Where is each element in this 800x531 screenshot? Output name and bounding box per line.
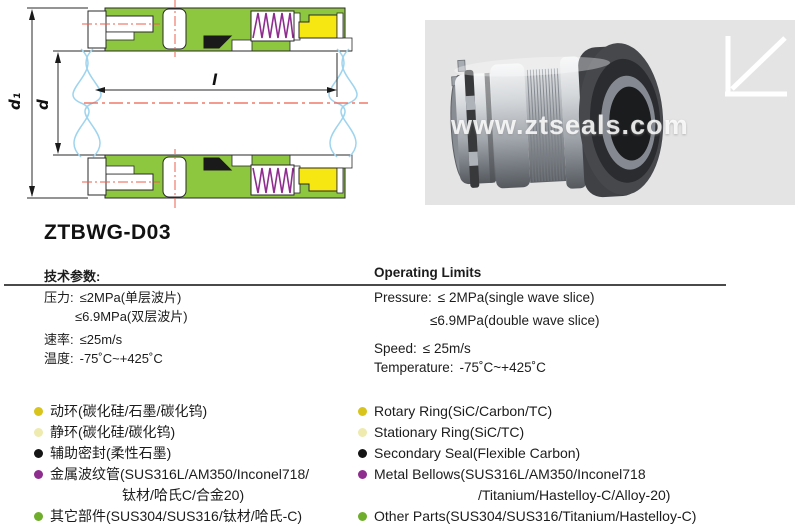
pressure-row-en: Pressure: ≤ 2MPa(single wave slice)	[374, 288, 600, 307]
lower-seal-assembly	[82, 149, 353, 208]
dim-label-d: d	[34, 99, 52, 110]
part-text-line2: 钛材/哈氏C/合金20)	[122, 487, 245, 503]
pressure-value2-en: ≤6.9MPa(double wave slice)	[430, 313, 600, 328]
part-text: 其它部件(SUS304/SUS316/钛材/哈氏-C)	[50, 508, 303, 524]
pressure-label-cn: 压力:	[44, 290, 74, 305]
pressure-value-cn: ≤2MPa(单层波片)	[79, 290, 182, 305]
part-text: 静环(碳化硅/碳化钨)	[50, 424, 176, 440]
spec-header-cn: 技术参数:	[44, 269, 101, 284]
seal-cross-section-drawing: d₁ d l	[6, 0, 368, 208]
upper-seal-assembly	[82, 0, 353, 57]
part-item-secondary-seal-en: Secondary Seal(Flexible Carbon)	[358, 443, 788, 464]
speed-value-cn: ≤25m/s	[79, 332, 123, 347]
part-item-metal-bellows-cn: 金属波纹管(SUS316L/AM350/Inconel718/钛材/哈氏C/合金…	[34, 464, 354, 506]
speed-row-cn: 速率: ≤25m/s	[44, 330, 188, 349]
part-text: Other Parts(SUS304/SUS316/Titanium/Haste…	[374, 508, 697, 524]
part-text: Rotary Ring(SiC/Carbon/TC)	[374, 403, 553, 419]
part-item-secondary-seal-cn: 辅助密封(柔性石墨)	[34, 443, 354, 464]
parts-list-en: Rotary Ring(SiC/Carbon/TC) Stationary Ri…	[358, 401, 788, 527]
temp-value-cn: -75˚C~+425˚C	[79, 351, 163, 366]
part-item-rotary-ring-cn: 动环(碳化硅/石墨/碳化钨)	[34, 401, 354, 422]
speed-label-cn: 速率:	[44, 332, 74, 347]
part-item-other-parts-cn: 其它部件(SUS304/SUS316/钛材/哈氏-C)	[34, 506, 354, 527]
product-photo	[450, 43, 664, 198]
speed-value-en: ≤ 25m/s	[422, 341, 471, 356]
pressure-row2-en: ≤6.9MPa(double wave slice)	[430, 311, 600, 330]
part-text: 动环(碳化硅/石墨/碳化钨)	[50, 403, 208, 419]
corner-fold-icon	[725, 36, 787, 97]
set-screw	[87, 10, 107, 49]
speed-label-en: Speed:	[374, 341, 417, 356]
watermark-text: www.ztseals.com	[451, 110, 689, 140]
parts-list-cn: 动环(碳化硅/石墨/碳化钨) 静环(碳化硅/碳化钨) 辅助密封(柔性石墨) 金属…	[34, 401, 354, 527]
spec-column-en: Pressure: ≤ 2MPa(single wave slice) ≤6.9M…	[374, 288, 600, 377]
dimension-d1: d₁	[6, 7, 88, 199]
dim-label-d1: d₁	[6, 93, 24, 110]
bullet-dot-icon	[358, 470, 367, 479]
temp-row-cn: 温度: -75˚C~+425˚C	[44, 349, 188, 368]
product-model-title: ZTBWG-D03	[44, 221, 171, 244]
dimension-l: l	[95, 53, 338, 97]
speed-row-en: Speed: ≤ 25m/s	[374, 339, 600, 358]
pressure-value2-cn: ≤6.9MPa(双层波片)	[75, 309, 188, 324]
part-item-stationary-ring-cn: 静环(碳化硅/碳化钨)	[34, 422, 354, 443]
bullet-dot-icon	[358, 428, 367, 437]
pressure-value-en: ≤ 2MPa(single wave slice)	[437, 290, 595, 305]
bullet-dot-icon	[358, 407, 367, 416]
bullet-dot-icon	[358, 512, 367, 521]
dim-label-l: l	[212, 71, 218, 89]
pressure-row2-cn: ≤6.9MPa(双层波片)	[75, 307, 188, 326]
dimension-d: d	[34, 52, 61, 154]
part-item-metal-bellows-en: Metal Bellows(SUS316L/AM350/Inconel718/T…	[358, 464, 788, 506]
mechanical-seal-render	[450, 43, 664, 198]
part-text: 辅助密封(柔性石墨)	[50, 445, 172, 461]
temp-label-en: Temperature:	[374, 360, 454, 375]
temp-label-cn: 温度:	[44, 351, 74, 366]
part-item-other-parts-en: Other Parts(SUS304/SUS316/Titanium/Haste…	[358, 506, 788, 527]
section-divider	[4, 284, 726, 286]
spec-header-en: Operating Limits	[374, 265, 482, 280]
product-photo-panel: www.ztseals.com	[425, 20, 795, 205]
seal-wedge	[203, 35, 233, 49]
bullet-dot-icon	[34, 512, 43, 521]
bullet-dot-icon	[34, 449, 43, 458]
shaft	[53, 50, 352, 156]
bullet-dot-icon	[358, 449, 367, 458]
part-text: Stationary Ring(SiC/TC)	[374, 424, 525, 440]
part-text-line2: /Titanium/Hastelloy-C/Alloy-20)	[478, 487, 671, 503]
part-text: 金属波纹管(SUS316L/AM350/Inconel718/	[50, 466, 310, 482]
part-item-stationary-ring-en: Stationary Ring(SiC/TC)	[358, 422, 788, 443]
metal-bellows-spring	[252, 12, 294, 39]
bullet-dot-icon	[34, 470, 43, 479]
part-item-rotary-ring-en: Rotary Ring(SiC/Carbon/TC)	[358, 401, 788, 422]
pressure-label-en: Pressure:	[374, 290, 432, 305]
part-text: Secondary Seal(Flexible Carbon)	[374, 445, 581, 461]
temp-value-en: -75˚C~+425˚C	[459, 360, 546, 375]
temp-row-en: Temperature: -75˚C~+425˚C	[374, 358, 600, 377]
pressure-row-cn: 压力: ≤2MPa(单层波片)	[44, 288, 188, 307]
part-text: Metal Bellows(SUS316L/AM350/Inconel718	[374, 466, 646, 482]
bullet-dot-icon	[34, 407, 43, 416]
spec-column-cn: 压力: ≤2MPa(单层波片) ≤6.9MPa(双层波片) 速率: ≤25m/s 温…	[44, 288, 188, 368]
bullet-dot-icon	[34, 428, 43, 437]
